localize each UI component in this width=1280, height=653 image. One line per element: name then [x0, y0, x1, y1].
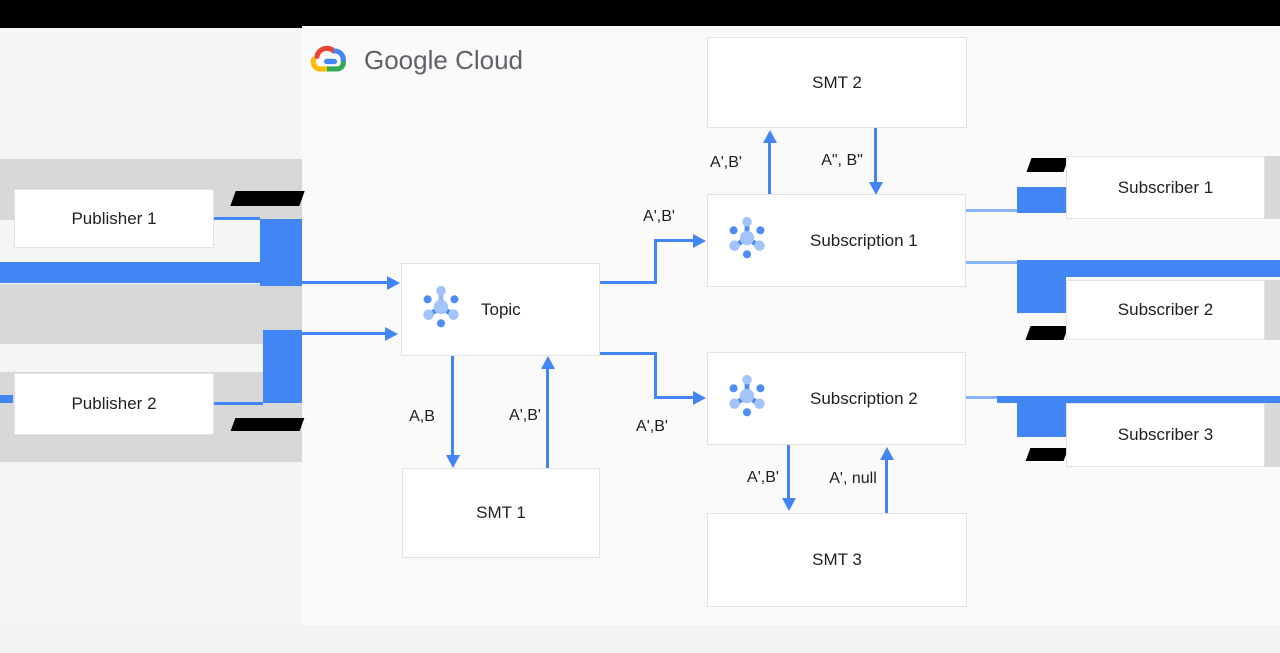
edge-label-topic-smt1: A,B [409, 408, 435, 425]
edge-label-smt2-sub1: A", B" [821, 152, 863, 169]
node-label: Subscription 2 [810, 388, 918, 408]
flow-line-subscriber1 [966, 209, 1017, 212]
arrowhead-topic-to-sub2 [693, 391, 706, 405]
flow-blob-publisher2 [263, 330, 302, 403]
flow-blob-subscriber3 [1017, 396, 1066, 437]
flow-blob-publisher1 [260, 219, 302, 286]
arrow-sub2-to-smt3 [787, 445, 790, 498]
arrow-publisher1-to-topic [302, 281, 388, 284]
edge-label-topic-sub2: A',B' [636, 418, 668, 435]
pubsub-topic-icon [418, 283, 464, 336]
edge-label-sub1-smt2: A',B' [710, 154, 742, 171]
arrowhead-smt2-to-sub1 [869, 182, 883, 195]
arrow-topic-to-sub2-seg3 [654, 396, 694, 399]
edge-label-sub2-smt3: A',B' [747, 469, 779, 486]
node-subscription-2: Subscription 2 [707, 352, 966, 445]
arrowhead-smt1-to-topic [541, 356, 555, 369]
arrowhead-sub2-to-smt3 [782, 498, 796, 511]
node-label: Publisher 1 [71, 208, 157, 228]
arrow-topic-to-sub2-seg1 [600, 352, 654, 355]
flow-band-subscriber2 [1017, 260, 1280, 277]
node-subscriber-3: Subscriber 3 [1066, 403, 1265, 467]
flow-blob-subscriber1 [1017, 187, 1066, 213]
flow-line-subscriber3 [966, 396, 997, 399]
arrowhead-smt3-to-sub2 [880, 447, 894, 460]
arrowhead-publisher2-to-topic [385, 327, 398, 341]
node-smt-1: SMT 1 [402, 468, 600, 558]
node-subscription-1: Subscription 1 [707, 194, 966, 287]
bottom-strip [0, 625, 1280, 653]
node-label: Publisher 2 [71, 394, 157, 413]
arrow-sub1-to-smt2 [768, 143, 771, 194]
flow-line-subscriber2 [966, 261, 1017, 264]
flow-blob-subscriber2 [1017, 260, 1066, 313]
node-label: Subscriber 2 [1117, 300, 1214, 319]
logo-text: Google Cloud [364, 44, 523, 75]
flow-line-publisher1 [214, 217, 260, 220]
black-glitch-bar-2 [230, 418, 305, 431]
node-label: SMT 2 [812, 72, 862, 92]
arrowhead-topic-to-sub1 [693, 234, 706, 248]
node-publisher-1: Publisher 1 [14, 189, 214, 248]
node-subscriber-1: Subscriber 1 [1066, 156, 1265, 219]
arrowhead-topic-to-smt1 [446, 455, 460, 468]
node-smt-3: SMT 3 [707, 513, 967, 607]
node-smt-2: SMT 2 [707, 37, 967, 128]
node-label: Subscription 1 [810, 230, 918, 250]
node-topic: Topic [401, 263, 600, 356]
flow-band-subscriber3 [997, 396, 1280, 403]
google-cloud-logo-icon [308, 41, 348, 80]
black-glitch-bar-1 [230, 191, 305, 206]
arrow-smt3-to-sub2 [885, 460, 888, 513]
arrow-topic-to-sub1-seg3 [654, 239, 694, 242]
google-cloud-logo: Google Cloud [308, 40, 568, 80]
top-black-bar-left [0, 0, 302, 28]
edge-label-topic-sub1: A',B' [643, 208, 675, 225]
arrow-topic-to-smt1 [451, 356, 454, 455]
node-subscriber-2: Subscriber 2 [1066, 280, 1265, 340]
arrow-topic-to-sub1-seg1 [600, 281, 654, 284]
node-label: Subscriber 1 [1117, 177, 1214, 197]
pubsub-subscription-icon [724, 214, 770, 267]
arrowhead-sub1-to-smt2 [763, 130, 777, 143]
flow-band-left [0, 262, 261, 283]
flow-stub-left-edge [0, 395, 13, 403]
pubsub-subscription-icon [724, 372, 770, 425]
edge-label-smt3-sub2: A', null [829, 470, 877, 487]
arrow-smt1-to-topic [546, 369, 549, 468]
gray-band-middle [0, 284, 302, 344]
flow-line-publisher2 [214, 402, 263, 405]
arrow-topic-to-sub1-seg2 [654, 240, 657, 284]
arrowhead-publisher1-to-topic [387, 276, 400, 290]
node-label: SMT 3 [812, 550, 862, 569]
arrow-topic-to-sub2-seg2 [654, 352, 657, 399]
node-publisher-2: Publisher 2 [14, 373, 214, 435]
black-glitch-bar-3 [1026, 158, 1069, 172]
node-label: Subscriber 3 [1117, 425, 1214, 444]
node-label: Topic [481, 299, 521, 319]
node-label: SMT 1 [476, 503, 526, 522]
edge-label-smt1-topic: A',B' [509, 407, 541, 424]
arrow-smt2-to-sub1 [874, 128, 877, 182]
black-glitch-bar-4 [1025, 326, 1069, 340]
arrow-publisher2-to-topic [302, 332, 386, 335]
black-glitch-bar-5 [1025, 448, 1069, 461]
